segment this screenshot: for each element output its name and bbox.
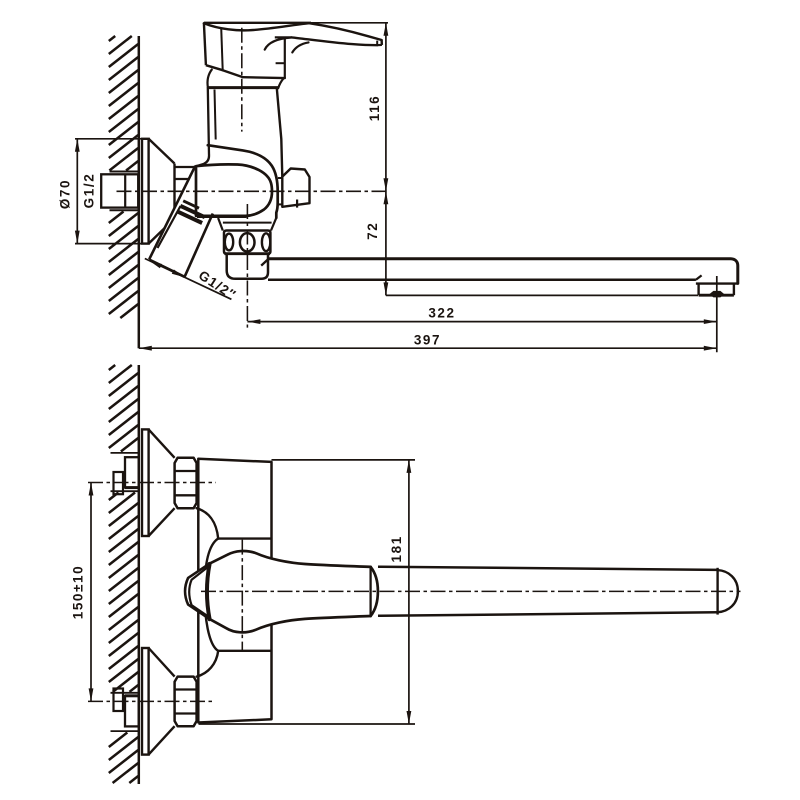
- svg-text:72: 72: [365, 222, 380, 240]
- svg-text:322: 322: [428, 306, 455, 321]
- svg-text:116: 116: [367, 95, 382, 122]
- svg-text:G1/2: G1/2: [82, 173, 97, 209]
- svg-text:150±10: 150±10: [71, 565, 86, 620]
- svg-text:Ø70: Ø70: [58, 179, 73, 209]
- svg-text:397: 397: [414, 332, 441, 347]
- svg-text:181: 181: [389, 535, 404, 562]
